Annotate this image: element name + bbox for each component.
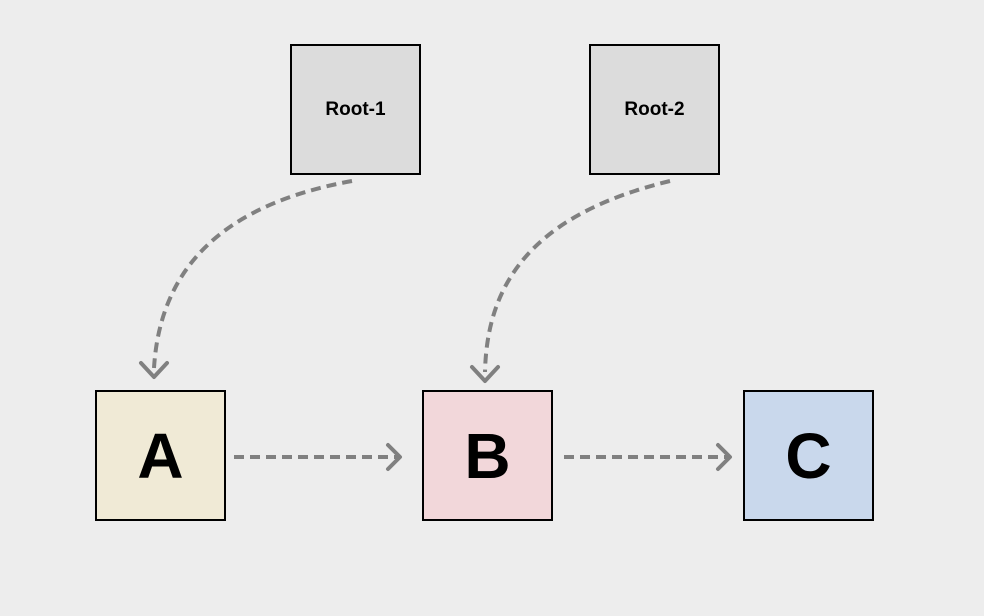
node-root-2[interactable]: Root-2 bbox=[589, 44, 720, 175]
node-root-1-label: Root-1 bbox=[325, 98, 386, 120]
node-root-1[interactable]: Root-1 bbox=[290, 44, 421, 175]
arrowhead-bc-icon bbox=[716, 443, 732, 471]
edge-root-1-to-a bbox=[152, 179, 353, 369]
node-a-label: A bbox=[137, 419, 184, 492]
node-c[interactable]: C bbox=[743, 390, 874, 521]
node-c-label: C bbox=[785, 419, 832, 492]
arrowhead-a-icon bbox=[139, 361, 169, 379]
edge-root-2-to-b bbox=[483, 179, 671, 373]
node-root-2-label: Root-2 bbox=[624, 98, 685, 120]
arrowhead-b-icon bbox=[470, 365, 500, 383]
arrowhead-ab-icon bbox=[386, 443, 402, 471]
node-a[interactable]: A bbox=[95, 390, 226, 521]
node-b[interactable]: B bbox=[422, 390, 553, 521]
node-b-label: B bbox=[464, 419, 511, 492]
